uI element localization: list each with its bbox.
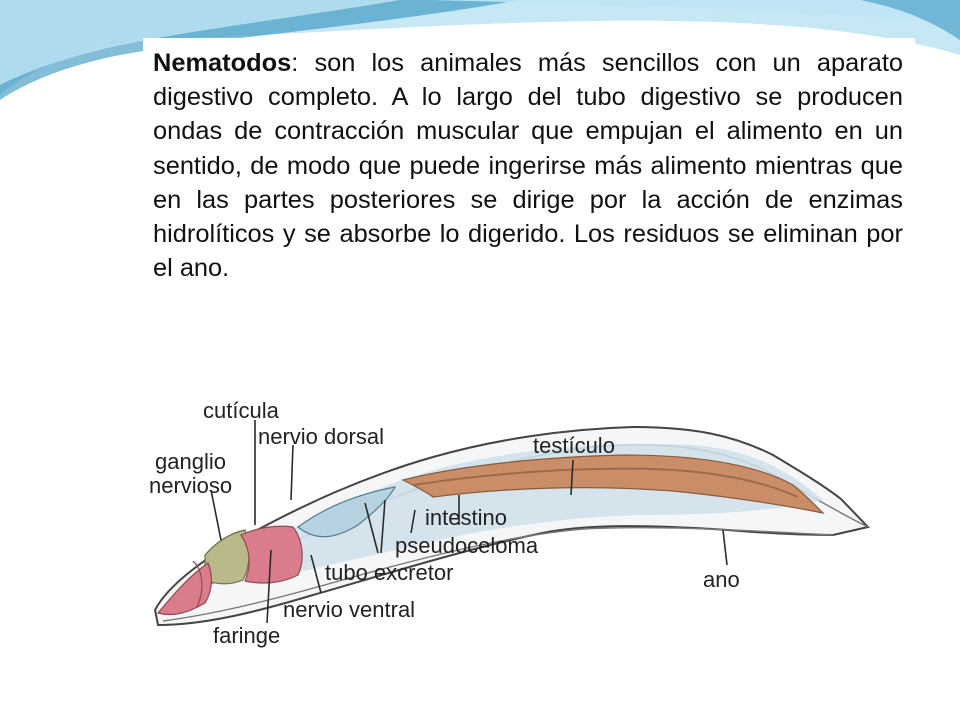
ventral-inner-line — [162, 526, 834, 622]
leader-faringe — [266, 549, 272, 624]
description-text: Nematodos: son los animales más sencillo… — [153, 46, 903, 285]
leader-testiculo — [570, 459, 574, 496]
label-faringe: faringe — [213, 623, 280, 648]
description-box: Nematodos: son los animales más sencillo… — [143, 38, 915, 390]
pharynx-shape — [240, 525, 303, 584]
testis-shape — [412, 467, 799, 498]
mouth-shape — [156, 562, 212, 616]
label-cuticula: cutícula — [203, 398, 280, 423]
leader-ano — [722, 529, 728, 566]
label-nervio-ventral: nervio ventral — [283, 597, 415, 622]
definition-text: : son los animales más sencillos con un … — [153, 49, 903, 283]
term-label: Nematodos — [153, 49, 292, 77]
label-tubo-excretor: tubo excretor — [325, 560, 453, 585]
leader-ganglio — [210, 489, 222, 541]
label-intestino: intestino — [425, 505, 507, 530]
leader-pseudoceloma — [410, 509, 416, 534]
label-nervio-dorsal: nervio dorsal — [258, 424, 384, 449]
leader-tubo-excretor-2 — [364, 502, 379, 554]
leader-nervio-ventral — [310, 554, 322, 594]
leader-tubo-excretor-1 — [380, 499, 386, 554]
label-testiculo: testículo — [533, 433, 615, 458]
leader-nervio-dorsal — [290, 444, 294, 501]
label-ano: ano — [703, 567, 740, 592]
mouth-ring — [192, 560, 203, 608]
label-ganglio-line2: nervioso — [149, 473, 232, 498]
intestine-shape — [401, 454, 825, 514]
label-ganglio-line1: ganglio — [155, 449, 226, 474]
label-pseudoceloma: pseudoceloma — [395, 533, 539, 558]
nematode-diagram: cutícula nervio dorsal ganglio nervioso … — [149, 398, 870, 648]
